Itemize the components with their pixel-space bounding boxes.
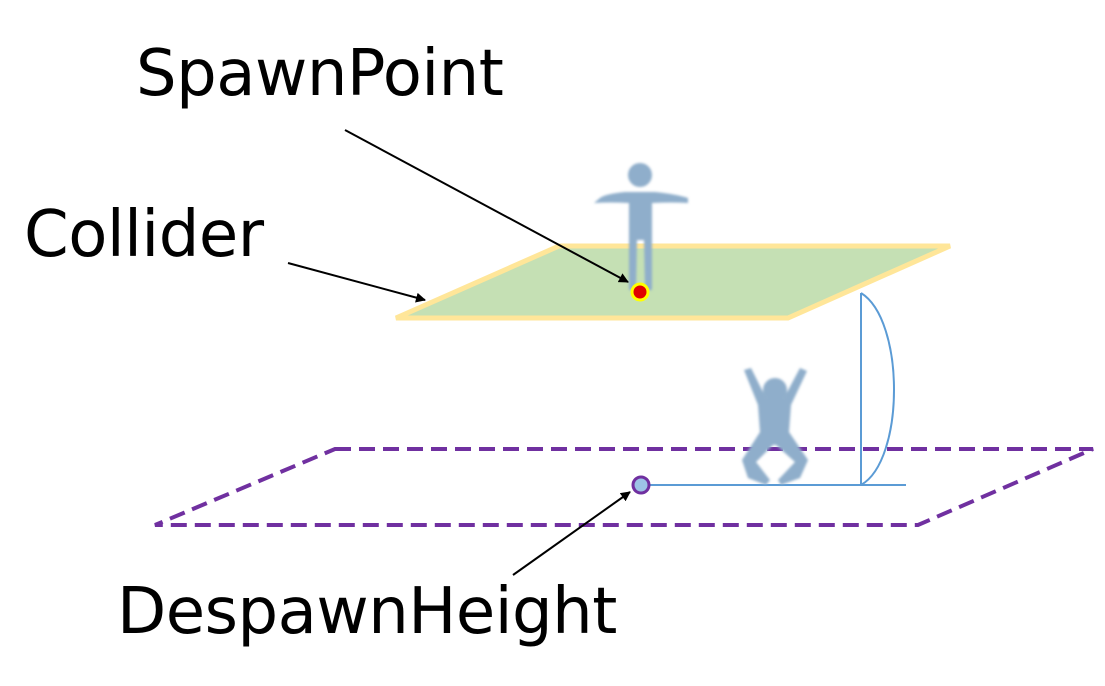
collider-arrow (287, 262, 426, 303)
despawn-height-marker (631, 475, 651, 495)
collider-plane (394, 243, 952, 321)
collider-label: Collider (24, 198, 264, 272)
person-standing-icon (594, 163, 688, 290)
despawn-height-label: DespawnHeight (117, 575, 617, 649)
spawn-point-marker (630, 282, 650, 302)
height-arc (860, 292, 895, 486)
spawn-point-label: SpawnPoint (136, 37, 504, 111)
despawn-height-arrow (512, 491, 631, 576)
despawn-plane (154, 447, 1094, 527)
spawn-point-arrow (344, 129, 629, 283)
person-jumping-icon (742, 368, 808, 485)
